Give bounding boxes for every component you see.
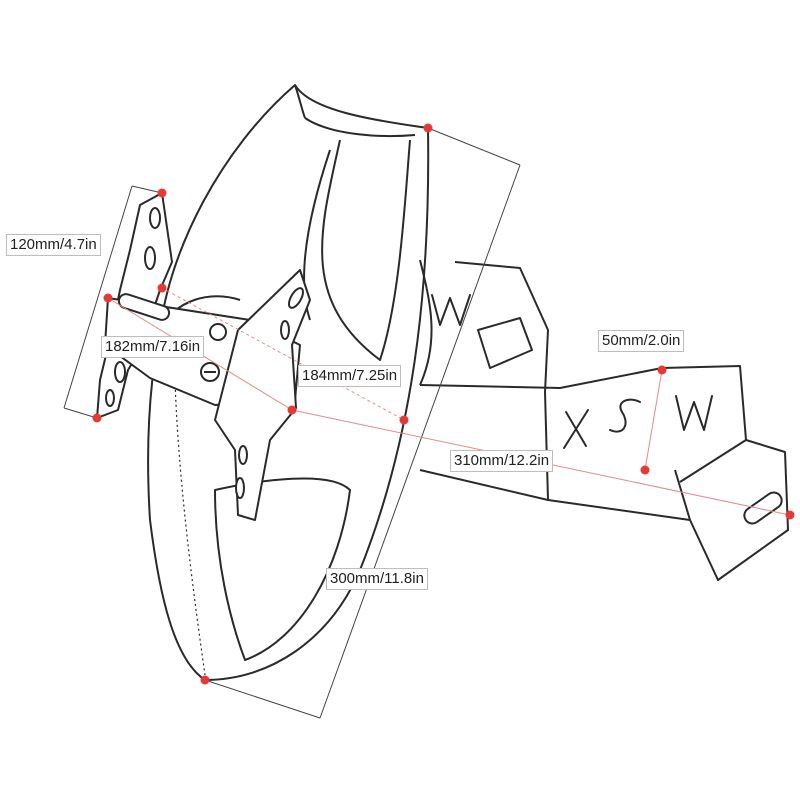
point-markers: [92, 123, 795, 685]
bracket-arm-edge: [679, 439, 747, 483]
dim-label-overall-length: 310mm/12.2in: [450, 450, 554, 472]
dim-label-arm-width: 50mm/2.0in: [598, 330, 685, 352]
plate-bracket-hole-3: [114, 361, 126, 383]
bracket-arm-outline: [419, 365, 789, 581]
dim-label-height: 300mm/11.8in: [326, 568, 428, 590]
dim-label-bracket-span: 184mm/7.25in: [298, 365, 402, 387]
dim-height-line: [319, 164, 521, 719]
marker-arm-end: [785, 510, 795, 520]
bracket-arm: [419, 261, 789, 581]
dim-width-ext-top: [131, 185, 163, 194]
mounting-plate-slot-1: [117, 293, 171, 321]
marker-mount-right: [287, 405, 297, 415]
mount-screw-1: [209, 323, 227, 341]
front-bracket-outline: [214, 269, 311, 521]
embossed-letters: [431, 294, 713, 449]
letter-w-1: [431, 294, 471, 326]
dim-label-hole-spacing: 182mm/7.16in: [101, 336, 205, 358]
marker-plate-left: [103, 293, 113, 303]
front-bracket-hole-1: [288, 287, 304, 309]
front-bracket-hole-4: [235, 477, 245, 499]
plate-bracket-hole-4: [105, 389, 115, 407]
front-bracket: [214, 269, 311, 521]
measure-arm-width: [644, 369, 663, 471]
bracket-arm-fold: [544, 391, 549, 501]
bracket-arm-fold-2: [674, 469, 691, 521]
marker-plate-bottom: [92, 413, 102, 423]
fender-top-lip: [294, 84, 306, 119]
fender-lower-shape: [214, 477, 351, 661]
letter-s: [609, 398, 641, 433]
fender-rib-left: [321, 139, 411, 361]
fender-inner-ridge: [304, 117, 416, 137]
dim-width-line: [63, 185, 133, 409]
marker-fender-top: [423, 123, 433, 133]
dim-height-ext-bot: [204, 679, 321, 719]
marker-arm-bottom: [640, 465, 650, 475]
marker-fender-bottom: [200, 675, 210, 685]
marker-arm-inner: [399, 415, 409, 425]
bracket-arm-window: [477, 317, 533, 369]
dim-height-ext-top: [427, 127, 521, 166]
front-bracket-hole-3: [238, 445, 248, 465]
dimension-lines: [63, 127, 521, 719]
fender-inner-contour: [419, 259, 433, 386]
fender-center-seam: [174, 379, 206, 676]
bracket-arm-slot: [743, 491, 783, 525]
marker-mount-left: [157, 283, 167, 293]
letter-w-2: [675, 395, 713, 431]
plate-bracket-hole-2: [144, 246, 156, 270]
marker-plate-top: [157, 188, 167, 198]
bracket-arm-upper: [454, 261, 549, 393]
marker-arm-top: [657, 365, 667, 375]
dim-width-ext-bot: [63, 407, 98, 419]
letter-x: [563, 409, 589, 449]
plate-bracket-hole-1: [149, 207, 161, 229]
measure-bracket-span: [161, 287, 405, 421]
dim-label-width: 120mm/4.7in: [6, 234, 101, 256]
front-bracket-hole-2: [280, 320, 290, 340]
